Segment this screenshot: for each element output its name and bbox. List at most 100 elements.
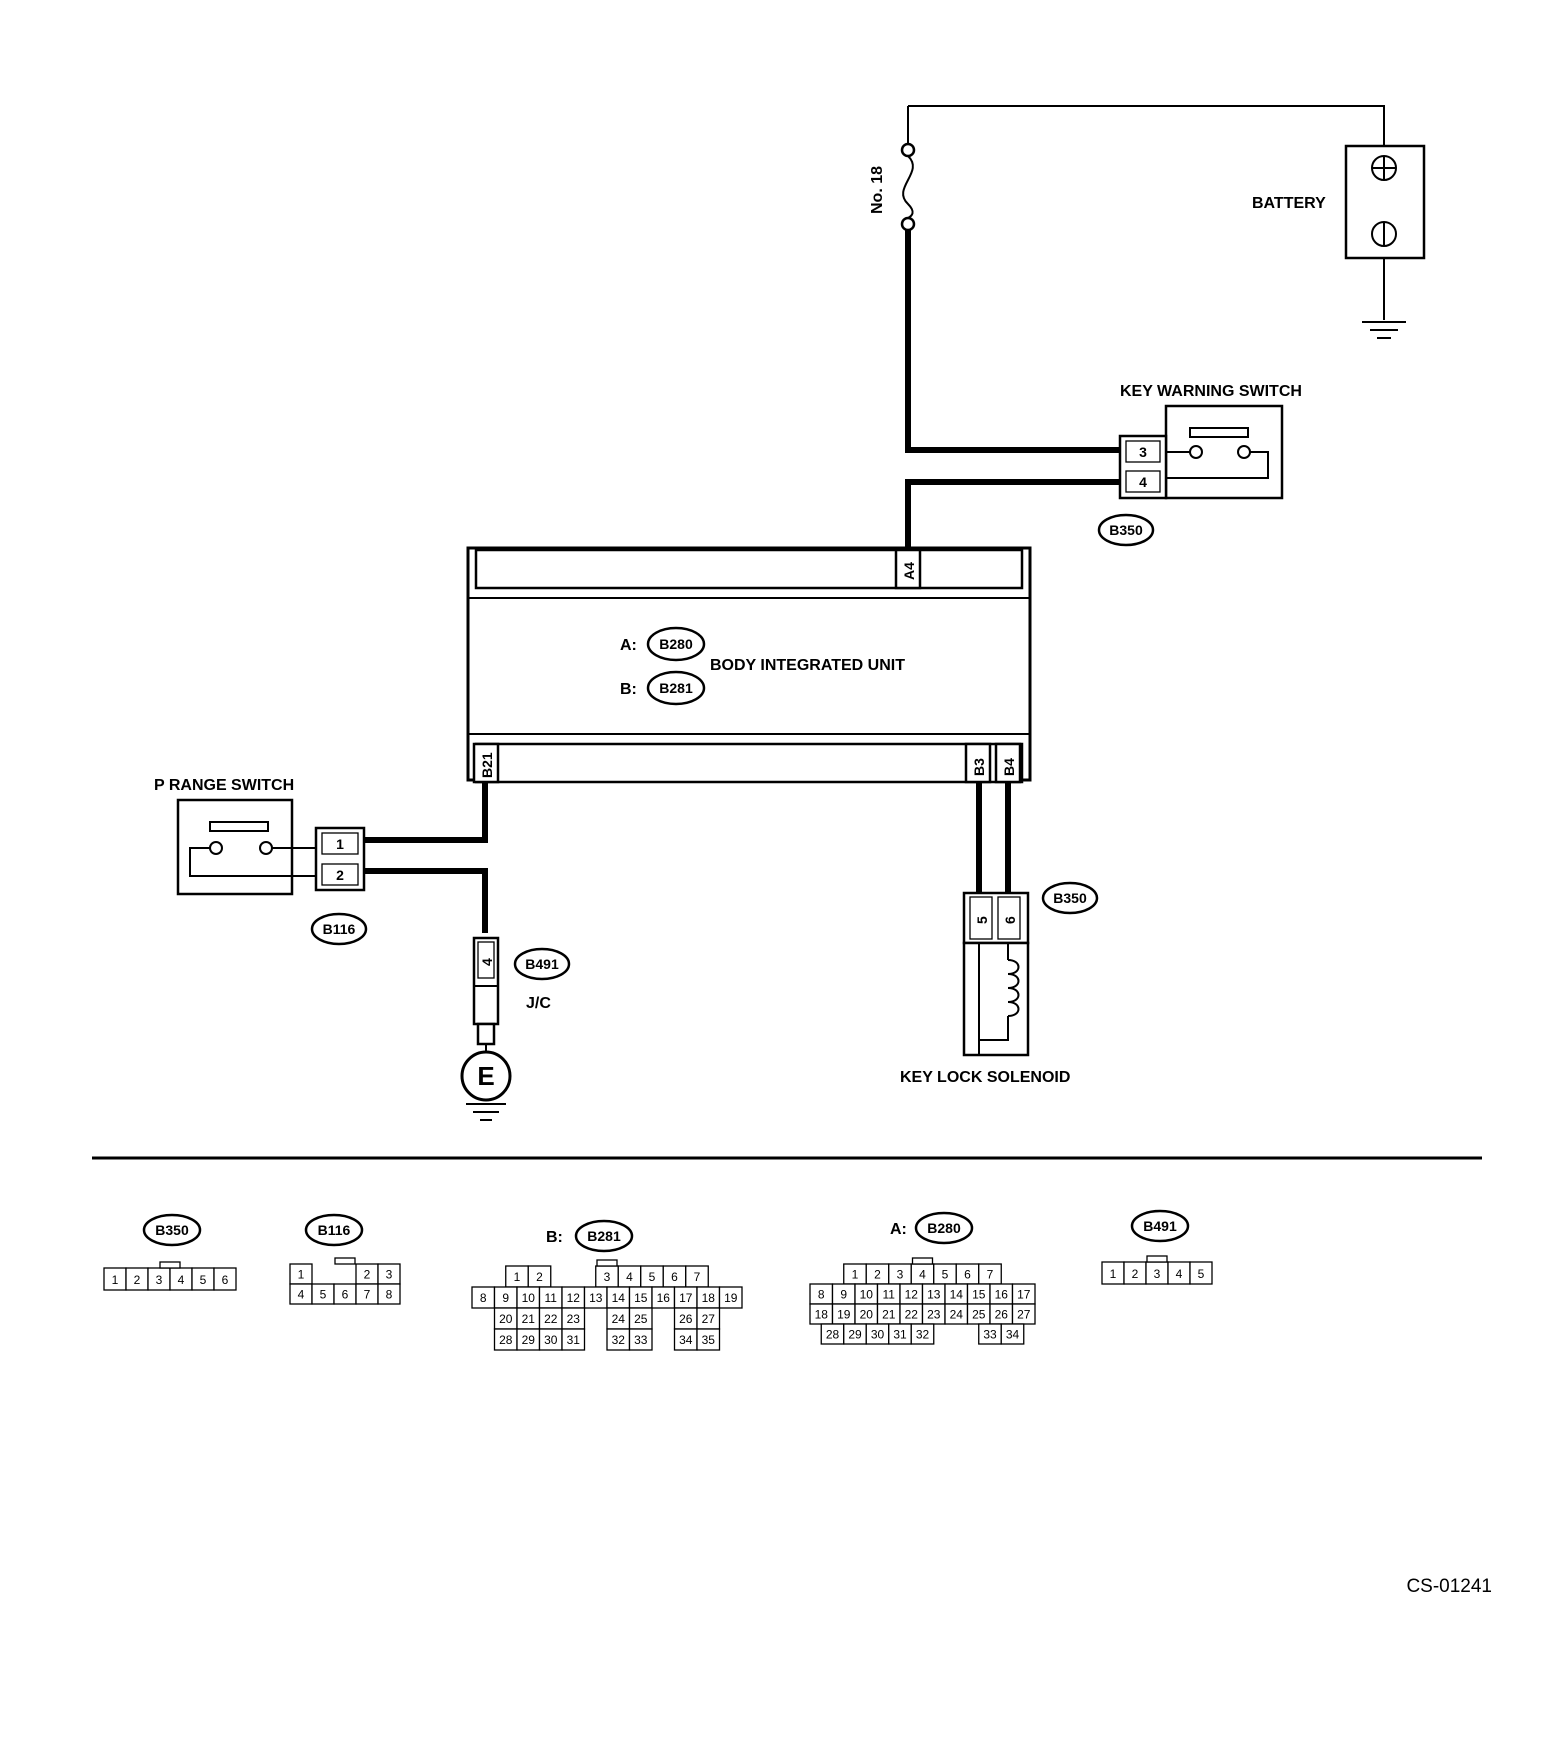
svg-text:4: 4 [479, 958, 495, 966]
joint-connector: 4 B491 J/C E [460, 936, 571, 1121]
pin-number: 20 [499, 1312, 513, 1326]
face-prefix: B: [546, 1229, 563, 1246]
pin-number: 3 [897, 1267, 904, 1281]
pin-number: 5 [320, 1287, 327, 1301]
face-tag-b280: B280 [927, 1220, 961, 1236]
pin-number: 2 [874, 1267, 881, 1281]
pin-number: 16 [657, 1291, 671, 1305]
pin-number: 2 [1132, 1267, 1139, 1281]
pin-number: 25 [634, 1312, 648, 1326]
pin-number: 34 [1006, 1327, 1020, 1341]
tag-b350-sol: B350 [1053, 890, 1087, 906]
svg-text:4: 4 [1139, 474, 1147, 490]
p-range-switch-label: P RANGE SWITCH [154, 777, 294, 794]
wire-battery-fuse [908, 105, 1385, 154]
pin-cell [628, 1328, 653, 1351]
pin-number: 15 [972, 1287, 986, 1301]
pin-b4: B4 [1001, 758, 1017, 776]
pin-number: 11 [883, 1287, 896, 1301]
pin-number: 21 [882, 1307, 896, 1321]
lock-tab [911, 1257, 934, 1265]
pin-number: 1 [1110, 1267, 1117, 1281]
pin-b3: B3 [971, 758, 987, 776]
pin-number: 23 [927, 1307, 941, 1321]
pin-number: 3 [386, 1267, 393, 1281]
pin-number: 1 [514, 1270, 521, 1284]
pin-number: 16 [995, 1287, 1009, 1301]
pin-number: 7 [987, 1267, 994, 1281]
battery-label: BATTERY [1252, 195, 1326, 212]
lock-tab [159, 1261, 181, 1269]
pin-number: 30 [871, 1327, 885, 1341]
lock-tab [1146, 1255, 1168, 1263]
pin-number: 24 [950, 1307, 964, 1321]
pin-number: 7 [694, 1270, 701, 1284]
pin-number: 29 [522, 1333, 536, 1347]
pin-number: 18 [815, 1307, 829, 1321]
wires [362, 105, 1385, 933]
pin-number: 8 [386, 1287, 393, 1301]
key-lock-solenoid-label: KEY LOCK SOLENOID [900, 1069, 1070, 1086]
face-prefix: A: [890, 1221, 907, 1238]
wire-b21-prs1 [362, 778, 488, 843]
pin-number: 34 [679, 1333, 693, 1347]
pin-number: 17 [1017, 1287, 1031, 1301]
pin-number: 18 [702, 1291, 716, 1305]
pin-number: 13 [589, 1291, 603, 1305]
pin-number: 1 [112, 1273, 119, 1287]
pin-number: 12 [905, 1287, 919, 1301]
pin-number: 1 [298, 1267, 305, 1281]
key-warning-switch-label: KEY WARNING SWITCH [1120, 383, 1302, 400]
pin-number: 6 [964, 1267, 971, 1281]
pin-cell [718, 1286, 743, 1309]
pin-number: 33 [983, 1327, 997, 1341]
pin-number: 32 [612, 1333, 626, 1347]
key-lock-solenoid: 5 6 B350 KEY LOCK SOLENOID [900, 881, 1099, 1086]
pin-number: 2 [364, 1267, 371, 1281]
reference-code: CS-01241 [1406, 1576, 1492, 1597]
svg-text:B:: B: [620, 681, 637, 698]
body-integrated-unit: A4 B21 B3 B4 A: B280 B: B281 BODY INTEGR… [466, 546, 1032, 784]
pin-number: 5 [1198, 1267, 1205, 1281]
pin-cell [377, 1283, 401, 1305]
ground-icon [466, 1103, 506, 1121]
pin-number: 31 [893, 1327, 907, 1341]
tag-b116: B116 [323, 921, 356, 937]
p-range-switch: P RANGE SWITCH 1 2 B116 [154, 777, 368, 946]
pin-number: 5 [649, 1270, 656, 1284]
face-tag-b491: B491 [1143, 1218, 1177, 1234]
pin-number: 15 [634, 1291, 648, 1305]
pin-number: 3 [1154, 1267, 1161, 1281]
pin-number: 6 [671, 1270, 678, 1284]
pin-cell [561, 1328, 586, 1351]
jc-label: J/C [526, 995, 551, 1012]
body-integrated-unit-label: BODY INTEGRATED UNIT [710, 657, 905, 674]
face-tag-b116: B116 [318, 1222, 351, 1238]
pin-number: 4 [919, 1267, 926, 1281]
svg-text:2: 2 [336, 867, 344, 883]
battery: BATTERY [1252, 144, 1426, 339]
wire-fuse-kws3 [905, 226, 1120, 453]
pin-number: 6 [222, 1273, 229, 1287]
pin-number: 26 [679, 1312, 693, 1326]
pin-number: 26 [995, 1307, 1009, 1321]
wire-prs2-jc [362, 868, 488, 933]
pin-cell [213, 1267, 237, 1291]
pin-number: 10 [860, 1287, 874, 1301]
pin-number: 8 [818, 1287, 825, 1301]
pin-number: 32 [916, 1327, 930, 1341]
pin-cell [696, 1328, 721, 1351]
svg-text:3: 3 [1139, 444, 1147, 460]
pin-number: 19 [724, 1291, 738, 1305]
pin-cell [1000, 1323, 1025, 1345]
svg-text:A:: A: [620, 637, 637, 654]
pin-number: 2 [536, 1270, 543, 1284]
pin-number: 11 [545, 1291, 558, 1305]
pin-cell [910, 1323, 935, 1345]
pin-number: 4 [178, 1273, 185, 1287]
